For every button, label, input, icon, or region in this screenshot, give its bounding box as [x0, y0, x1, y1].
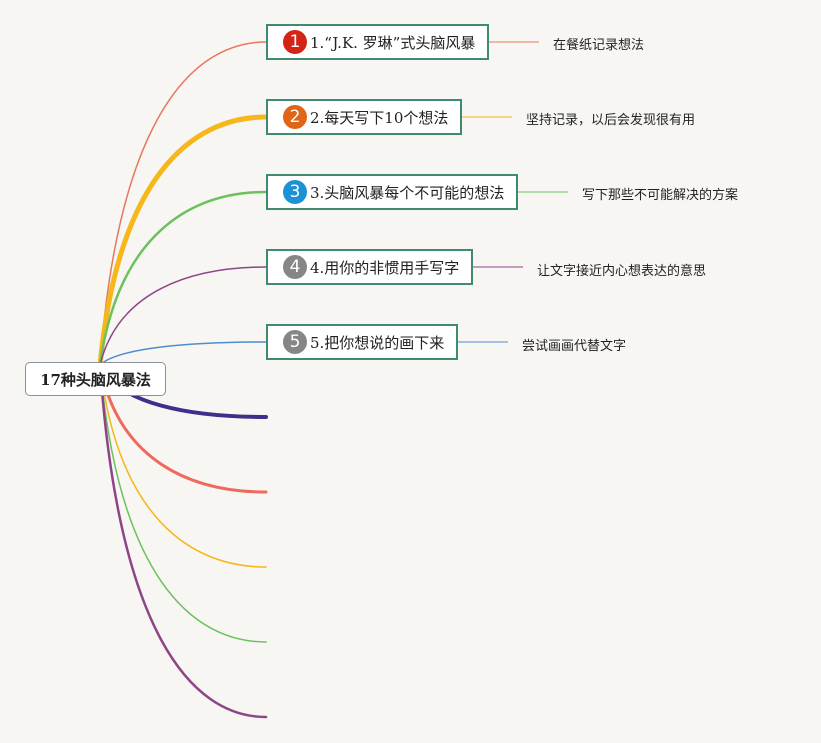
branch-line-topic-5 — [99, 341, 267, 366]
topic-5-label: 5.把你想说的画下来 — [310, 333, 445, 352]
topic-1[interactable]: 1 1.“J.K. 罗琳”式头脑风暴 — [266, 24, 490, 60]
topic-1-note[interactable]: 在餐纸记录想法 — [553, 38, 645, 53]
empty-branch-line-4 — [99, 364, 267, 643]
topic-3-label: 3.头脑风暴每个不可能的想法 — [310, 183, 505, 202]
central-topic[interactable]: 17种头脑风暴法 — [25, 362, 166, 396]
topic-5-note[interactable]: 尝试画画代替文字 — [522, 339, 627, 354]
topic-1-label: 1.“J.K. 罗琳”式头脑风暴 — [310, 33, 476, 52]
empty-branch-line-2 — [98, 363, 268, 494]
topic-3-number-icon: 3 — [283, 180, 307, 204]
topic-4-note[interactable]: 让文字接近内心想表达的意思 — [537, 264, 707, 279]
topic-5[interactable]: 5 5.把你想说的画下来 — [266, 324, 459, 360]
branch-line-topic-2 — [97, 114, 269, 368]
topic-3-note[interactable]: 写下那些不可能解决的方案 — [582, 188, 739, 203]
topic-2-label: 2.每天写下10个想法 — [310, 108, 449, 127]
empty-branch-line-5 — [98, 363, 268, 719]
central-topic-label: 17种头脑风暴法 — [40, 370, 151, 389]
topic-4[interactable]: 4 4.用你的非惯用手写字 — [266, 249, 474, 285]
topic-4-label: 4.用你的非惯用手写字 — [310, 258, 460, 277]
branch-line-topic-4 — [99, 266, 267, 366]
topic-2[interactable]: 2 2.每天写下10个想法 — [266, 99, 463, 135]
empty-branch-line-3 — [99, 364, 267, 568]
topic-1-number-icon: 1 — [283, 30, 307, 54]
topic-5-number-icon: 5 — [283, 330, 307, 354]
topic-3[interactable]: 3 3.头脑风暴每个不可能的想法 — [266, 174, 519, 210]
topic-4-number-icon: 4 — [283, 255, 307, 279]
topic-2-note[interactable]: 坚持记录，以后会发现很有用 — [526, 113, 696, 128]
branch-line-topic-1 — [99, 41, 267, 366]
branch-line-topic-3 — [98, 190, 268, 367]
topic-2-number-icon: 2 — [283, 105, 307, 129]
